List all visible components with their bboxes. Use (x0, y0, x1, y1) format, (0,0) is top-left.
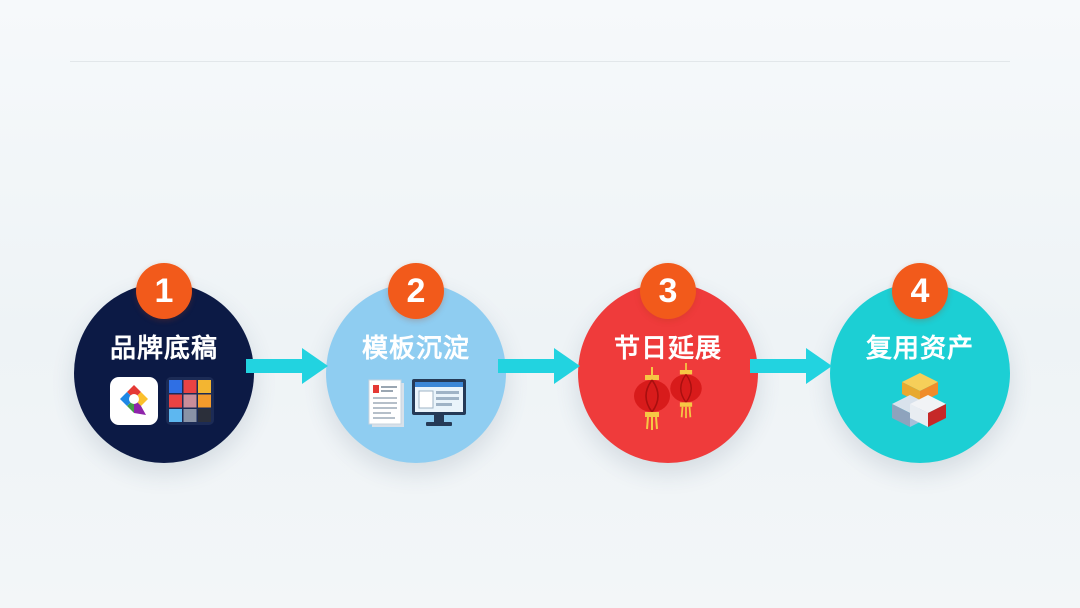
document-icon (368, 379, 404, 427)
step-3-title: 节日延展 (613, 334, 722, 364)
step-4-badge: 4 (892, 263, 948, 319)
arrow-connector-2-3 (498, 348, 580, 384)
step-2-title: 模板沉淀 (361, 334, 470, 364)
monitor-icon (412, 379, 466, 426)
stacked-cubes-icon (892, 373, 946, 427)
step-4-title: 复用资产 (865, 334, 974, 364)
step-2-badge: 2 (388, 263, 444, 319)
step-4-icons (830, 373, 1010, 433)
step-2: 2 模板沉淀 (326, 263, 506, 463)
top-divider (70, 61, 1010, 62)
arrow-connector-3-4 (750, 348, 832, 384)
step-4: 4 复用资产 (830, 263, 1010, 463)
step-1-badge: 1 (136, 263, 192, 319)
lantern-icon (634, 367, 670, 430)
step-1-title: 品牌底稿 (109, 334, 218, 364)
lantern-icon (670, 363, 702, 419)
color-logo-icon (110, 377, 158, 425)
step-3-icons (578, 363, 758, 433)
step-2-icons (326, 373, 506, 433)
step-1-icons (74, 373, 254, 433)
step-3: 3 节日延展 (578, 263, 758, 463)
color-swatch-grid-icon (166, 377, 214, 425)
step-1: 1 品牌底稿 (74, 263, 254, 463)
step-3-badge: 3 (640, 263, 696, 319)
arrow-connector-1-2 (246, 348, 328, 384)
